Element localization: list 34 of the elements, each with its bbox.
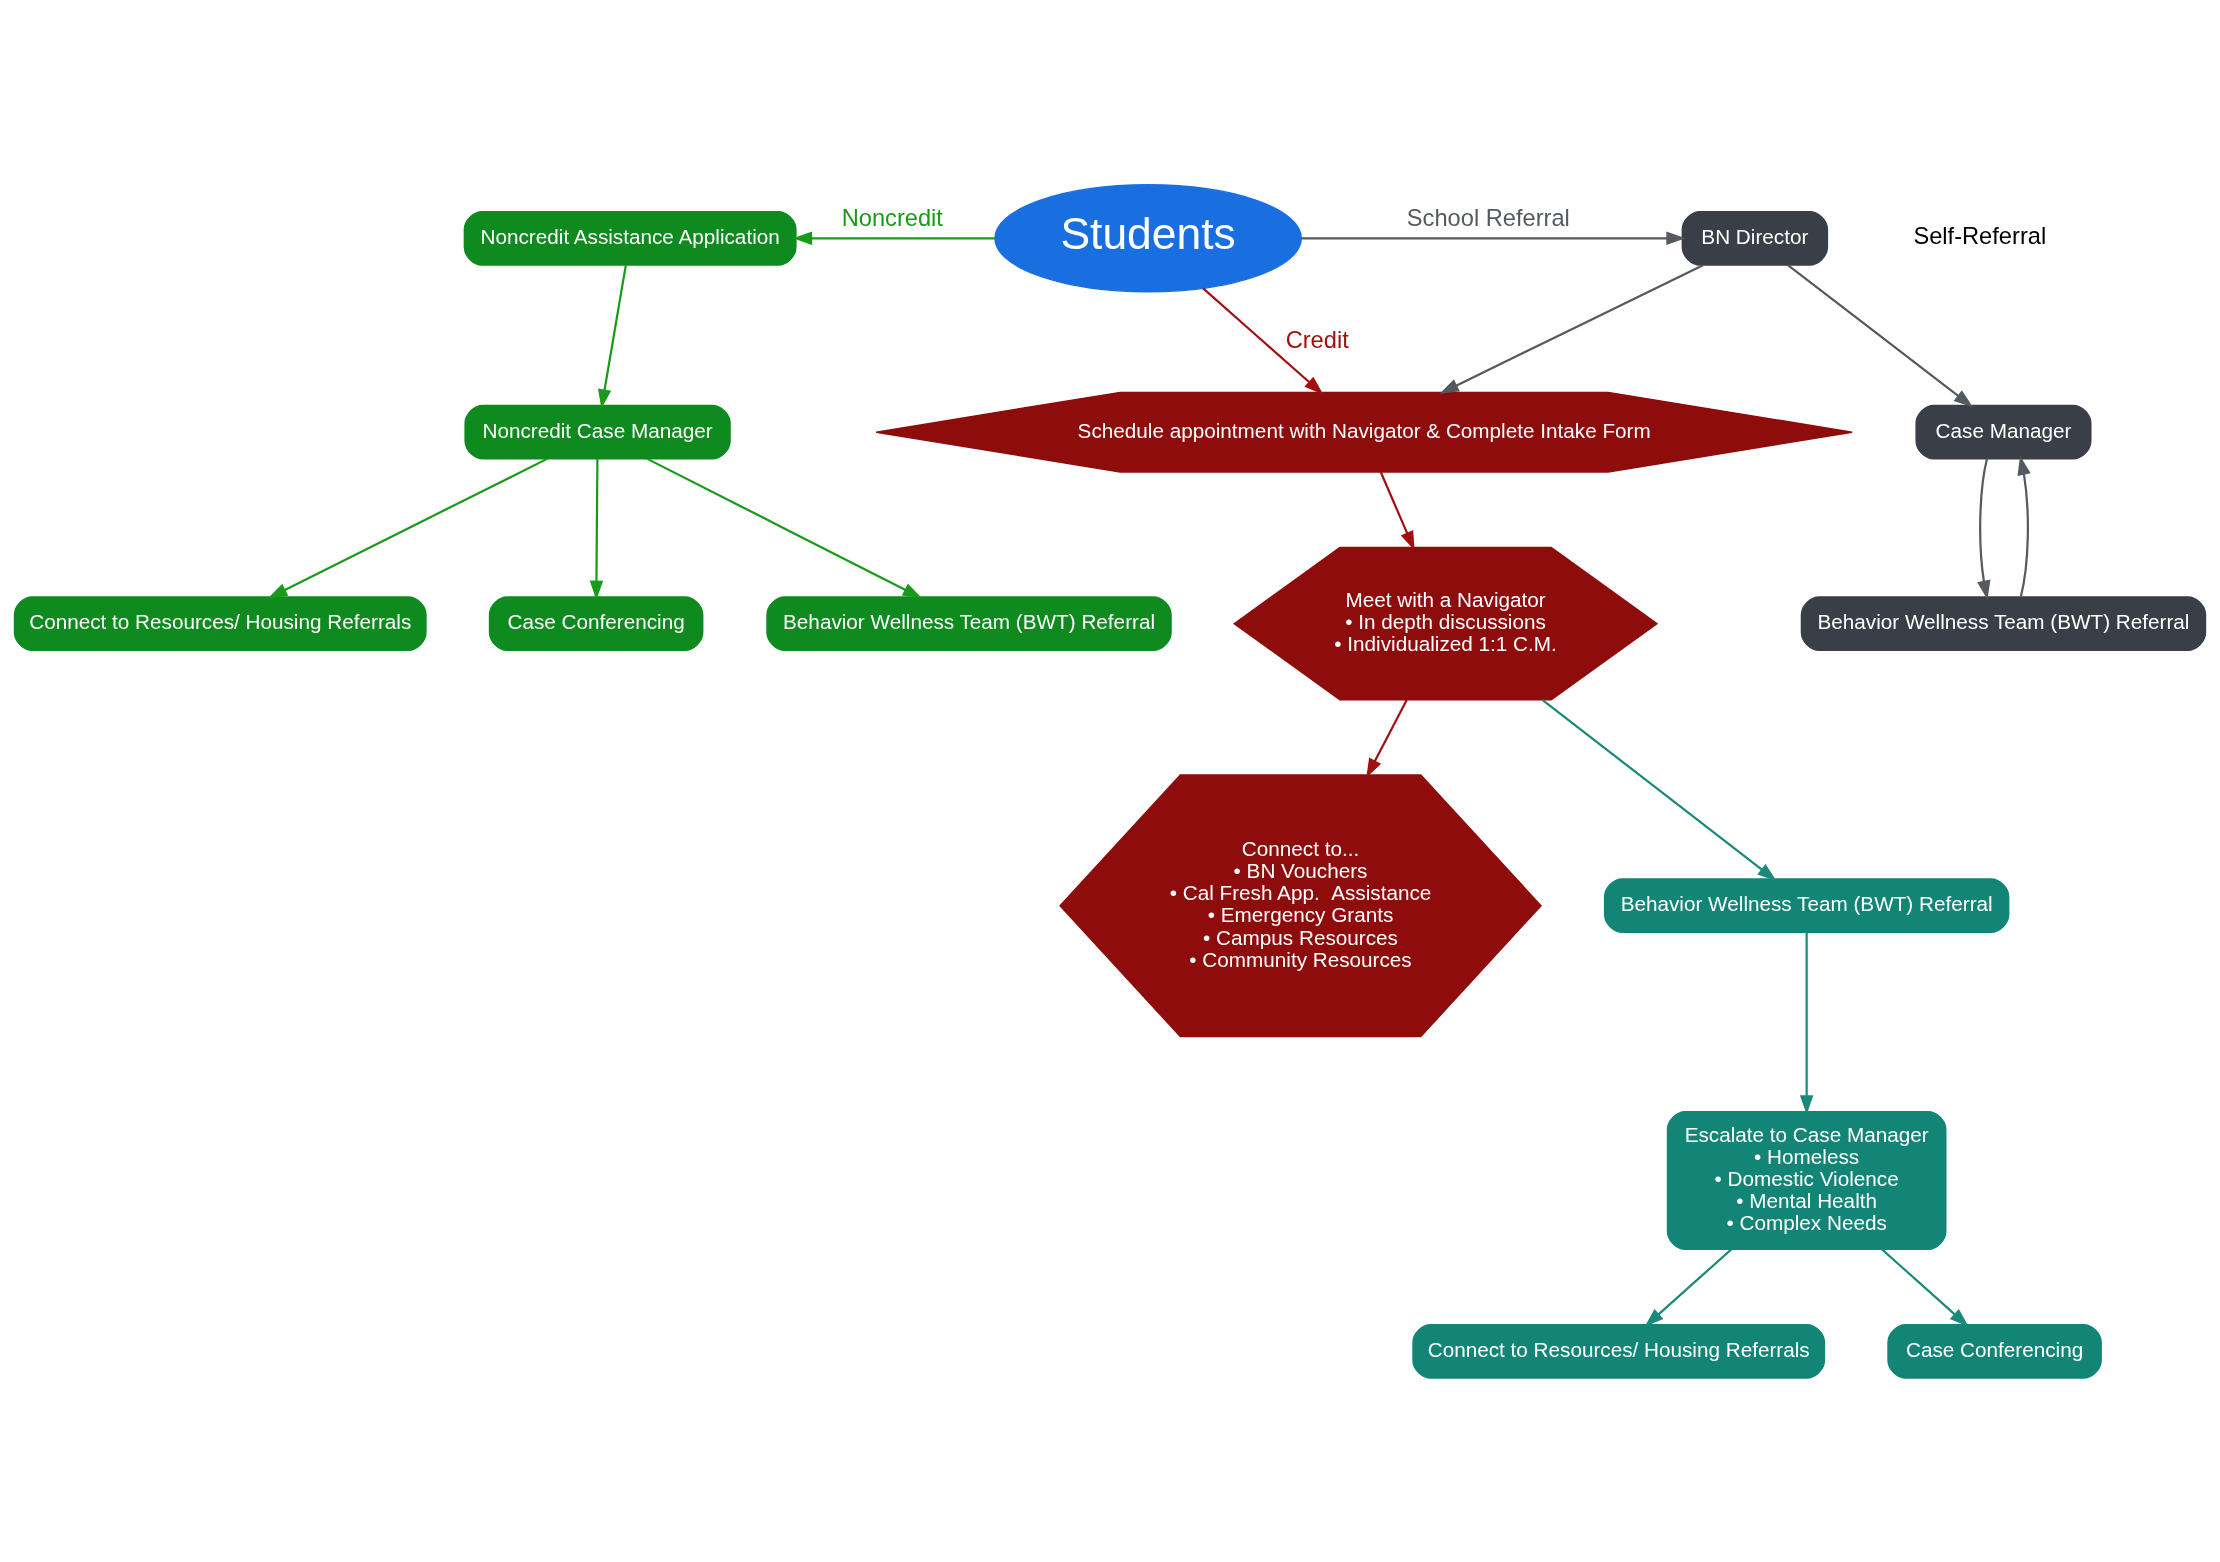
node-box: Noncredit Case Manager (464, 404, 731, 460)
node-box: Behavior Wellness Team (BWT) Referral (1603, 877, 2010, 933)
node-box: Connect to Resources/ Housing Referrals (1412, 1323, 1826, 1379)
node-box: Escalate to Case Manager • Homeless • Domestic Violence • Mental Health • Complex Needs (1666, 1110, 1947, 1250)
arrow (1301, 231, 1686, 245)
node-box: Case Conferencing (488, 595, 704, 651)
edge-label: Noncredit (841, 204, 943, 231)
arrow (1644, 1248, 1733, 1327)
arrow (1379, 471, 1415, 550)
arrow (2017, 455, 2031, 597)
arrow (268, 457, 548, 598)
node-box: Noncredit Assistance Application (463, 210, 797, 266)
node-box: Connect to Resources/ Housing Referrals (13, 595, 427, 651)
arrow (1787, 263, 1973, 407)
arrow (1881, 1248, 1969, 1327)
arrow (646, 457, 923, 598)
node-box: BN Director (1681, 210, 1829, 266)
node-box: Case Manager (1915, 404, 2092, 460)
arrow (1366, 698, 1408, 778)
arrow (792, 231, 996, 245)
arrow (1799, 932, 1814, 1115)
arrow (1202, 287, 1324, 395)
arrow (597, 264, 627, 409)
node-ellipse: Students (994, 183, 1302, 292)
node-box: Case Conferencing (1887, 1323, 2102, 1379)
node-box: Behavior Wellness Team (BWT) Referral (766, 595, 1172, 651)
arrow (589, 458, 604, 600)
node-box: Behavior Wellness Team (BWT) Referral (1800, 595, 2207, 651)
arrow (1439, 263, 1704, 394)
label: Self-Referral (1913, 222, 2047, 249)
edge-label: Credit (1285, 326, 1349, 353)
arrow (1541, 698, 1777, 881)
edge-label: School Referral (1406, 204, 1570, 231)
arrow (1977, 458, 1991, 600)
